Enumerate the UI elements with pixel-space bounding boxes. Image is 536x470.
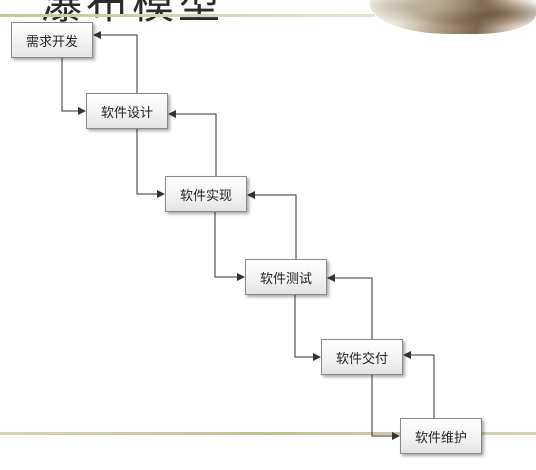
forward-arrow-3 (214, 212, 245, 281)
phase-box-design: 软件设计 (86, 93, 168, 129)
footer-rule (0, 432, 536, 435)
phase-box-delivery: 软件交付 (321, 339, 403, 375)
feedback-arrow-2 (168, 110, 217, 176)
phase-box-implementation: 软件实现 (165, 176, 247, 212)
feedback-arrow-4 (327, 274, 373, 339)
forward-arrow-1 (61, 58, 86, 115)
forward-arrow-4 (294, 295, 321, 361)
feedback-arrow-5 (403, 351, 435, 418)
feedback-arrow-1 (93, 31, 138, 93)
forward-arrow-2 (136, 129, 165, 198)
title-underline (0, 14, 375, 17)
phase-box-requirements: 需求开发 (11, 22, 93, 58)
phase-box-maintenance: 软件维护 (400, 418, 482, 454)
forward-arrow-5 (371, 375, 400, 440)
feedback-arrow-3 (247, 191, 297, 259)
phase-box-testing: 软件测试 (245, 259, 327, 295)
